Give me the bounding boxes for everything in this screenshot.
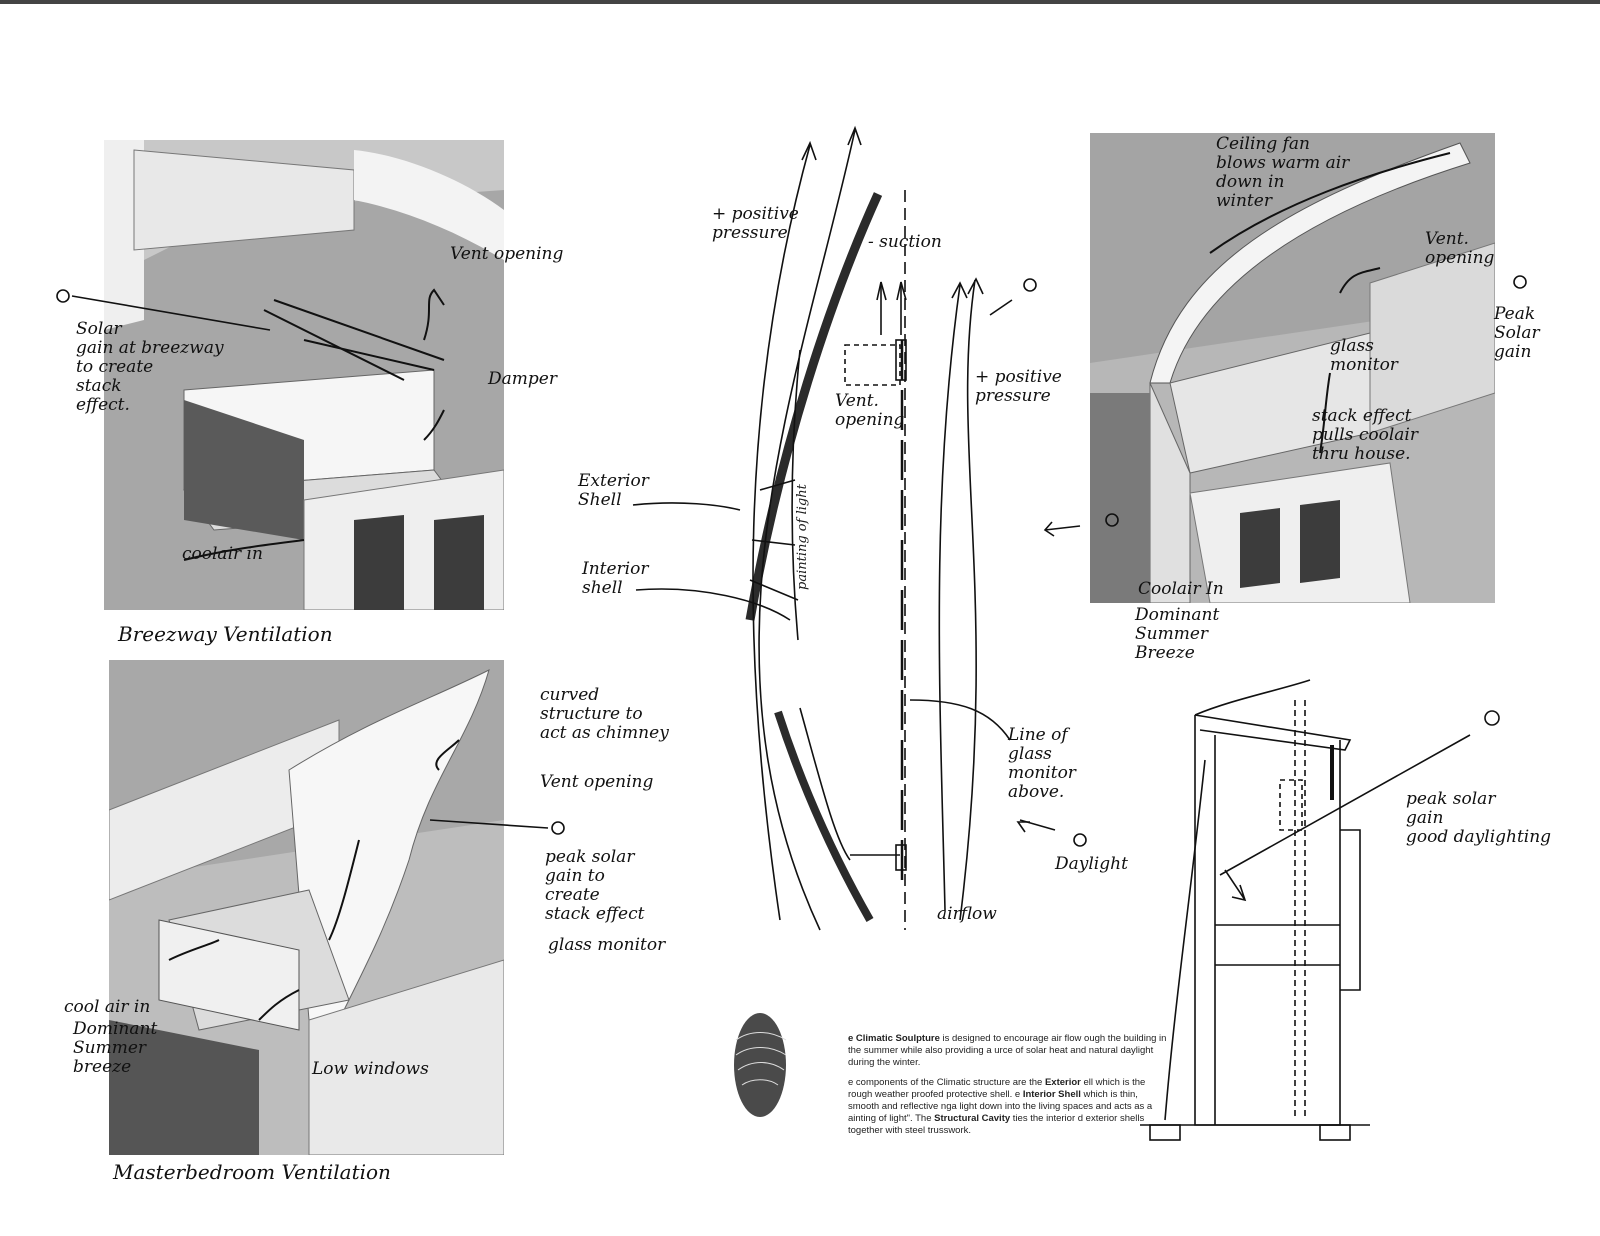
label-glass-monitor-master: glass monitor bbox=[548, 935, 666, 955]
label-vent-opening-top: Vent opening bbox=[450, 244, 564, 264]
label-suction: - suction bbox=[868, 232, 942, 252]
label-daylight: Daylight bbox=[1055, 854, 1128, 874]
monitor-model-drawing bbox=[1090, 133, 1495, 603]
label-dominant-breeze-master: Dominant Summer breeze bbox=[73, 1019, 158, 1077]
caption-masterbedroom: Masterbedroom Ventilation bbox=[113, 1160, 391, 1184]
breezeway-model-drawing bbox=[104, 140, 504, 610]
shell-illustration bbox=[734, 1013, 787, 1117]
top-rule bbox=[0, 0, 1600, 4]
section-drawing bbox=[1140, 679, 1500, 1141]
label-peak-solar-gain-master: peak solar gain to create stack effect bbox=[545, 847, 645, 924]
masterbedroom-model-drawing bbox=[109, 660, 504, 1155]
label-exterior-shell: Exterior Shell bbox=[578, 471, 649, 510]
label-line-of-glass-monitor: Line of glass monitor above. bbox=[1008, 725, 1076, 802]
label-coolair-in-right: Coolair In bbox=[1138, 579, 1224, 599]
breezeway-model-photo bbox=[104, 140, 504, 610]
label-low-windows: Low windows bbox=[312, 1059, 429, 1079]
label-stack-effect-right: stack effect pulls coolair thru house. bbox=[1312, 406, 1418, 464]
center-plan-diagram bbox=[632, 125, 1087, 931]
label-ceiling-fan: Ceiling fan blows warm air down in winte… bbox=[1216, 134, 1350, 211]
label-peak-solar-gain-right: Peak Solar gain bbox=[1494, 304, 1540, 362]
description-paragraph-1: e Climatic Soulpture is designed to enco… bbox=[848, 1033, 1167, 1068]
monitor-model-photo bbox=[1090, 133, 1495, 603]
label-solar-gain: Solar gain at breezway to create stack e… bbox=[76, 319, 224, 415]
label-cool-air-in-master: cool air in bbox=[64, 997, 151, 1017]
label-dominant-breeze-right: Dominant Summer Breeze bbox=[1135, 605, 1220, 663]
label-airflow: airflow bbox=[937, 904, 997, 924]
label-damper: Damper bbox=[488, 369, 557, 389]
label-interior-shell: Interior shell bbox=[582, 559, 649, 598]
label-peak-solar-section: peak solar gain good daylighting bbox=[1406, 789, 1552, 847]
description-text: e Climatic Soulpture is designed to enco… bbox=[848, 1033, 1168, 1145]
caption-breezeway: Breezway Ventilation bbox=[118, 622, 333, 646]
label-curved-structure: curved structure to act as chimney bbox=[540, 685, 669, 743]
label-vent-opening-right: Vent. opening bbox=[1425, 229, 1495, 268]
label-positive-pressure-right: + positive pressure bbox=[975, 367, 1062, 406]
label-glass-monitor-right: glass monitor bbox=[1330, 336, 1398, 375]
label-vent-opening-center: Vent. opening bbox=[835, 391, 905, 430]
label-positive-pressure-left: + positive pressure bbox=[712, 204, 799, 243]
masterbedroom-model-photo bbox=[109, 660, 504, 1155]
label-painting-of-light: painting of light bbox=[795, 484, 810, 590]
description-paragraph-2: e components of the Climatic structure a… bbox=[848, 1077, 1153, 1136]
label-coolair-in-breezeway: coolair in bbox=[182, 544, 263, 564]
label-vent-opening-master: Vent opening bbox=[540, 772, 654, 792]
